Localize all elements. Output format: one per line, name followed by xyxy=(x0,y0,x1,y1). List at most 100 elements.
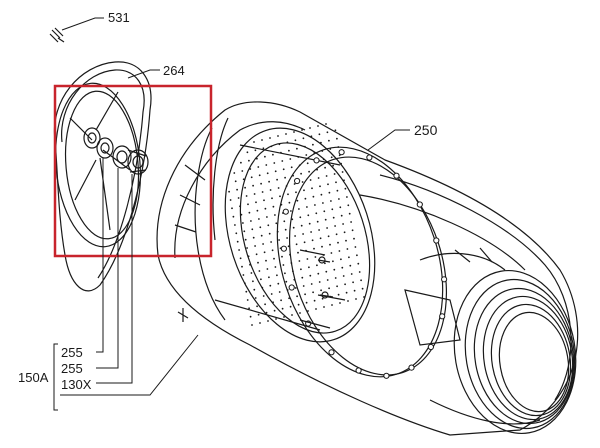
perforation-dot xyxy=(262,147,265,150)
perforation-dot xyxy=(269,189,272,191)
perforation-dot xyxy=(278,143,281,146)
perforation-dot xyxy=(350,273,353,275)
perforation-dot xyxy=(254,149,257,152)
perforation-dot xyxy=(315,308,317,310)
perforation-dot xyxy=(357,262,360,265)
perforation-dot xyxy=(297,156,300,158)
perforation-dot xyxy=(250,220,252,222)
perforation-dot xyxy=(312,195,315,198)
perforation-dot xyxy=(324,262,326,265)
perforation-dot xyxy=(317,272,320,275)
perforation-dot xyxy=(254,297,257,299)
perforation-dot xyxy=(245,195,248,197)
perforation-dot xyxy=(343,231,346,234)
perforation-dot xyxy=(270,145,273,148)
perforation-dot xyxy=(275,318,277,320)
perforation-dot xyxy=(269,137,271,139)
perforation-dot xyxy=(284,272,286,275)
perforation-dot xyxy=(300,268,302,271)
perforation-dot xyxy=(274,170,277,173)
perforation-dot xyxy=(341,266,344,269)
perforation-dot xyxy=(295,243,298,246)
perforation-dot xyxy=(313,247,315,250)
perforation-dot xyxy=(255,201,257,204)
perforation-dot xyxy=(266,268,269,270)
perforation-dot xyxy=(248,211,251,214)
perforation-dot xyxy=(231,207,233,210)
perforation-dot xyxy=(296,295,298,298)
perforation-dot xyxy=(305,154,308,156)
perforation-dot xyxy=(345,239,347,242)
perforation-dot xyxy=(348,212,351,215)
perforation-dot xyxy=(300,172,302,175)
perforation-dot xyxy=(273,257,275,260)
perforation-dot xyxy=(306,206,308,208)
tub-clamp-ring xyxy=(276,146,444,378)
clamp-bolt xyxy=(328,349,335,356)
perforation-dot xyxy=(288,201,291,204)
perforation-dot xyxy=(297,251,299,254)
perforation-dot xyxy=(260,278,262,281)
perforation-dot xyxy=(251,228,254,231)
perforation-dot xyxy=(324,218,327,221)
perforation-dot xyxy=(270,241,272,243)
perforation-dot xyxy=(310,135,313,138)
perforation-dot xyxy=(287,193,289,196)
perforation-dot xyxy=(332,260,334,263)
perforation-dot xyxy=(263,199,265,202)
perforation-dot xyxy=(296,147,298,150)
perforation-dot xyxy=(321,245,323,248)
perforation-dot xyxy=(318,281,321,283)
label-264: 264 xyxy=(163,63,185,78)
bearing-255b xyxy=(112,145,132,169)
perforation-dot xyxy=(252,184,255,187)
perforation-dot xyxy=(284,228,287,231)
perforation-dot xyxy=(298,260,301,262)
perforation-dot xyxy=(347,204,350,207)
perforation-dot xyxy=(323,210,326,213)
clamp-bolt xyxy=(338,149,345,156)
tub-rear-ridge xyxy=(194,127,226,321)
perforation-dot xyxy=(306,258,309,260)
perforation-dot xyxy=(296,199,299,202)
perforation-dot xyxy=(275,222,278,225)
perforation-dot xyxy=(323,306,325,308)
perforation-dot xyxy=(236,188,239,191)
perforation-dot xyxy=(261,191,264,193)
perforation-dot xyxy=(286,237,288,239)
perforation-dot xyxy=(309,127,311,129)
perforation-dot xyxy=(302,233,304,235)
clamp-bolt xyxy=(280,245,287,252)
perforation-dot xyxy=(316,264,318,267)
perforation-dot xyxy=(247,255,250,258)
perforation-dot xyxy=(310,231,312,233)
clamp-bolt xyxy=(355,367,362,374)
perforation-dot xyxy=(348,256,350,259)
perforation-dot xyxy=(346,248,349,250)
perforation-dot xyxy=(314,256,317,258)
perforation-dot xyxy=(273,309,276,312)
perforation-dot xyxy=(276,178,278,181)
perforation-dot xyxy=(262,243,264,245)
clamp-bolt xyxy=(294,177,301,185)
clamp-bolt xyxy=(393,172,400,179)
perforation-dot xyxy=(234,224,236,226)
clamp-bolt xyxy=(288,284,295,291)
perforation-dot xyxy=(281,160,284,162)
perforation-dot xyxy=(272,205,275,208)
clamp-bolts xyxy=(280,149,448,379)
perforation-dot xyxy=(320,193,323,196)
perforation-dot xyxy=(330,156,333,159)
perforation-dot xyxy=(246,151,249,154)
perforation-dot xyxy=(251,324,253,326)
perforation-dot xyxy=(237,197,240,199)
perforation-dot xyxy=(246,299,249,301)
perforation-dot xyxy=(261,139,263,141)
perforation-dot xyxy=(244,238,247,241)
perforation-dot xyxy=(350,221,352,223)
perforation-dot xyxy=(325,175,328,177)
perforation-dot xyxy=(299,216,302,219)
clamp-bolt xyxy=(433,237,440,244)
perforation-dot xyxy=(302,137,305,140)
